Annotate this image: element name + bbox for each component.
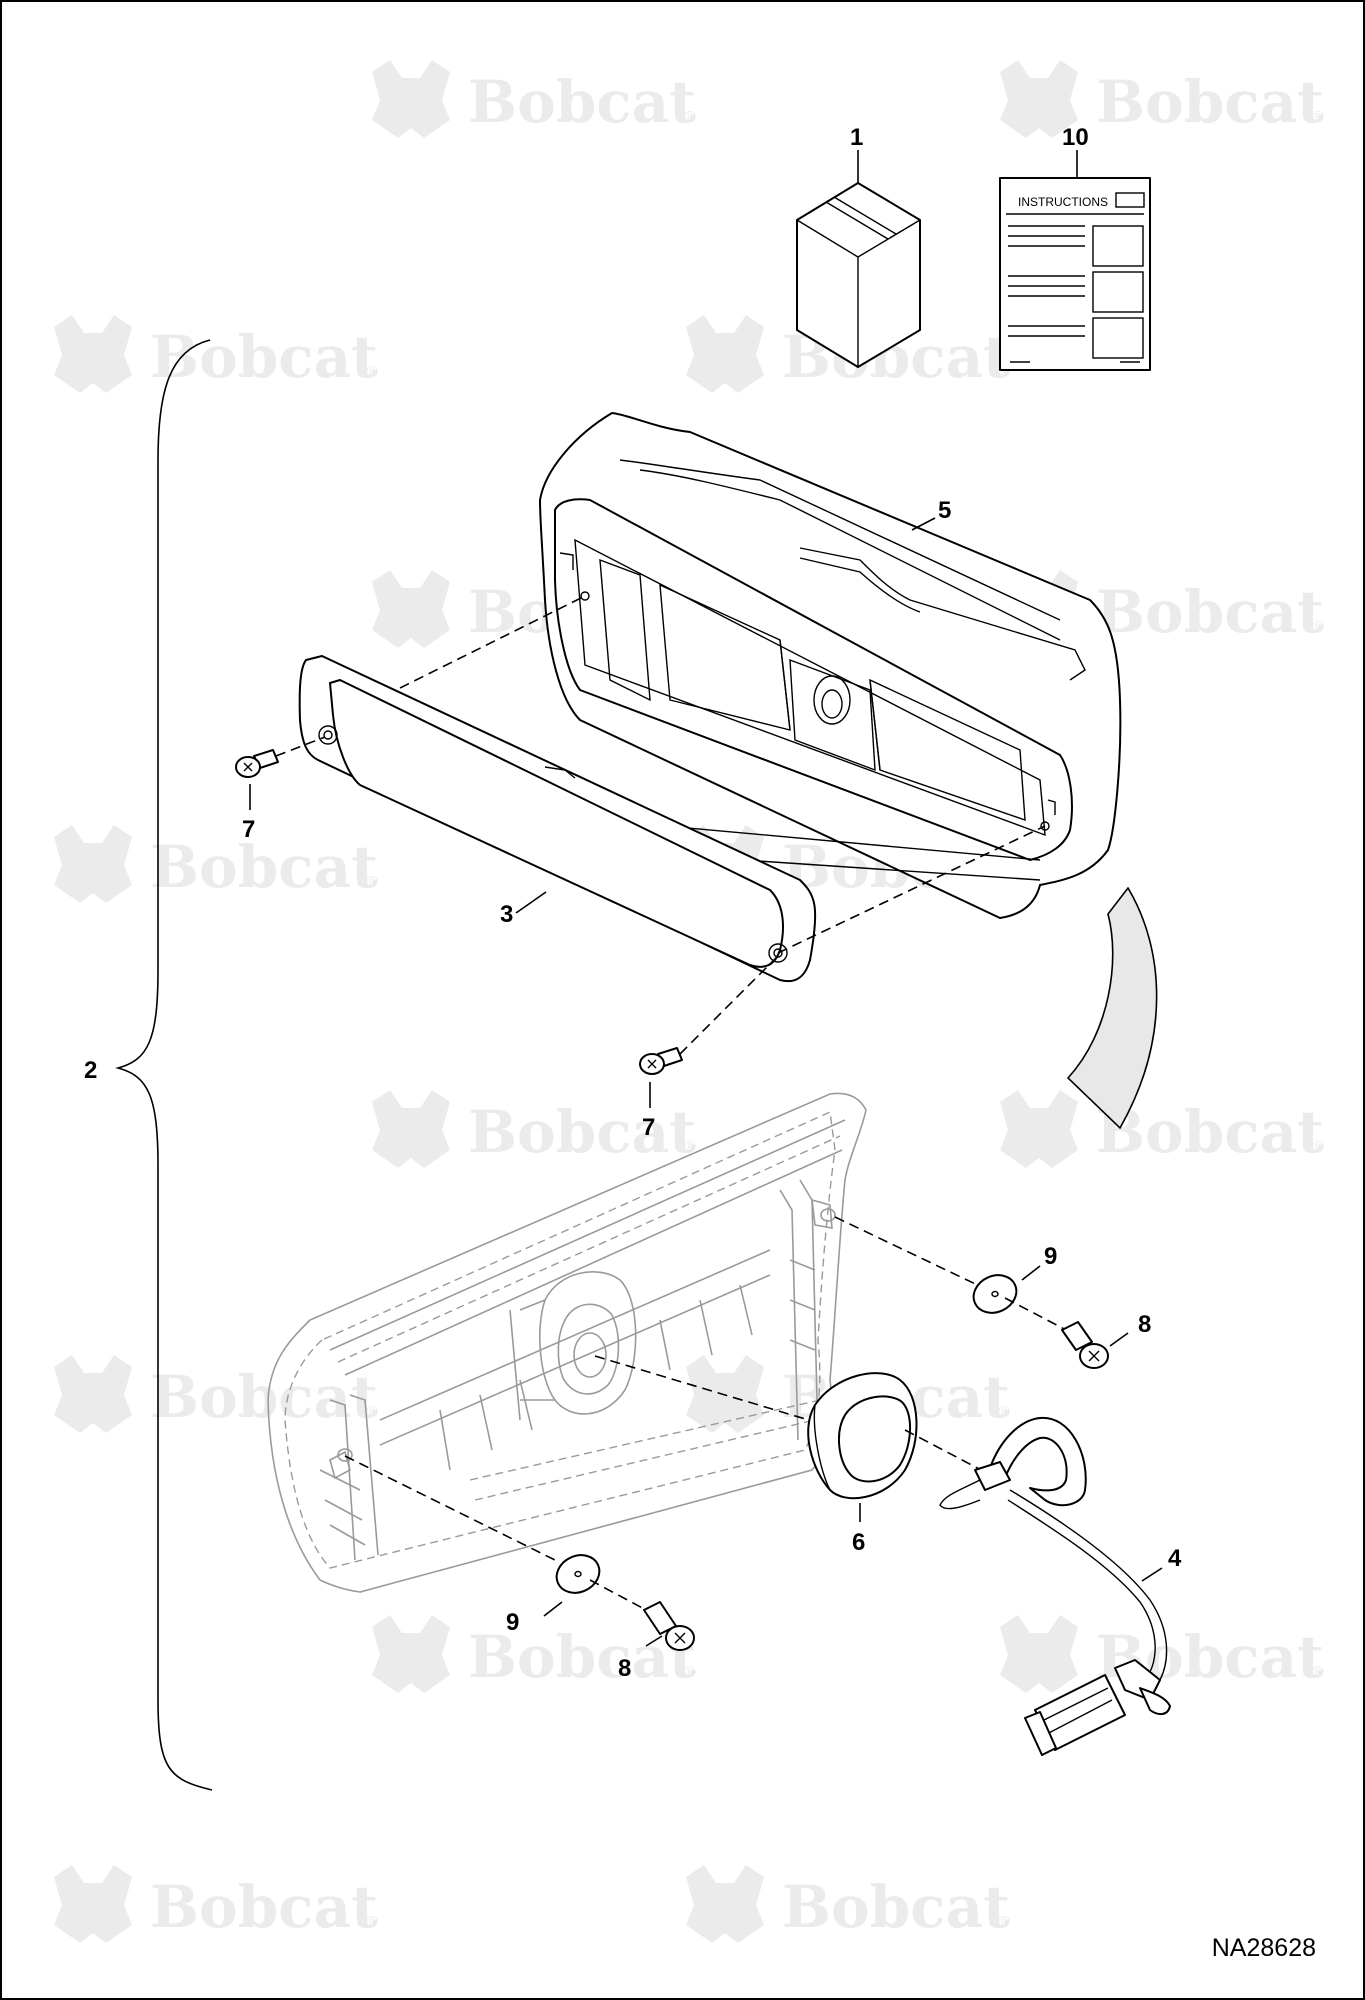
watermark-text: Bobcat: [1096, 578, 1324, 646]
callout-8-upper: 8: [1138, 1311, 1151, 1338]
watermark-registered-mark: ®: [1312, 1664, 1324, 1681]
callout-2: 2: [84, 1057, 97, 1084]
bobcat-logo-mark: [686, 315, 764, 393]
screw-lower: [639, 957, 777, 1075]
bobcat-logo-mark: [1000, 60, 1078, 138]
grommet: [807, 1372, 918, 1500]
watermark-registered-mark: ®: [684, 1664, 696, 1681]
watermark-registered-mark: ®: [998, 1404, 1010, 1421]
callout-4: 4: [1168, 1545, 1182, 1572]
watermark-registered-mark: ®: [998, 1914, 1010, 1931]
bobcat-watermark: Bobcat®: [54, 1355, 378, 1433]
watermark-registered-mark: ®: [1312, 619, 1324, 636]
drawing-number: NA28628: [1212, 1934, 1316, 1962]
bobcat-watermark: Bobcat®: [54, 315, 378, 393]
callout-9-upper: 9: [1044, 1243, 1057, 1270]
bobcat-logo-mark: [372, 1090, 450, 1168]
watermark-text: Bobcat: [468, 1623, 696, 1691]
screw-8-lower: [643, 1601, 695, 1651]
wire-harness: [939, 1416, 1171, 1756]
assembly-brace: [114, 339, 213, 1791]
light-housing: [539, 412, 1122, 919]
callout-1: 1: [850, 124, 863, 151]
bobcat-watermark: Bobcat®: [1000, 1615, 1324, 1693]
instructions-sheet: INSTRUCTIONS: [999, 177, 1151, 371]
bobcat-logo-mark: [54, 825, 132, 903]
bobcat-logo-mark: [686, 1865, 764, 1943]
callout-3: 3: [500, 901, 513, 928]
watermark-text: Bobcat: [1096, 1098, 1324, 1166]
rear-housing-phantom: [267, 1092, 867, 1593]
watermark-registered-mark: ®: [1312, 1139, 1324, 1156]
washer-upper: [972, 1274, 1018, 1314]
bobcat-logo-mark: [372, 60, 450, 138]
watermark-text: Bobcat: [150, 323, 378, 391]
watermark-registered-mark: ®: [366, 1914, 378, 1931]
callout-7-lower: 7: [642, 1114, 655, 1141]
bobcat-watermark: Bobcat®: [54, 1865, 378, 1943]
screw-8-upper: [1061, 1321, 1109, 1369]
bobcat-logo-mark: [372, 570, 450, 648]
kit-box: [796, 182, 921, 368]
bobcat-logo-mark: [1000, 1615, 1078, 1693]
bobcat-logo-mark: [372, 1615, 450, 1693]
bobcat-watermark: Bobcat®: [372, 1090, 696, 1168]
bobcat-watermark: Bobcat®: [54, 825, 378, 903]
bobcat-logo-mark: [1000, 1090, 1078, 1168]
bobcat-watermark: Bobcat®: [372, 60, 696, 138]
callout-10: 10: [1062, 124, 1089, 151]
bobcat-logo-mark: [54, 1865, 132, 1943]
bobcat-logo-mark: [686, 1355, 764, 1433]
callout-5: 5: [938, 497, 951, 524]
callout-9-lower: 9: [506, 1609, 519, 1636]
bobcat-watermark: Bobcat®: [372, 1615, 696, 1693]
watermark-text: Bobcat: [468, 68, 696, 136]
watermark-text: Bobcat: [468, 1098, 696, 1166]
screw-upper: [235, 736, 326, 778]
bobcat-logo-mark: [54, 315, 132, 393]
watermark-text: Bobcat: [782, 1873, 1010, 1941]
callout-8-lower: 8: [618, 1655, 631, 1682]
watermark-text: Bobcat: [150, 833, 378, 901]
bobcat-watermark: Bobcat®: [1000, 1090, 1324, 1168]
watermark-text: Bobcat: [150, 1363, 378, 1431]
instructions-title: INSTRUCTIONS: [1018, 195, 1108, 209]
callout-7-upper: 7: [242, 816, 255, 843]
bobcat-logo-mark: [54, 1355, 132, 1433]
watermark-registered-mark: ®: [684, 109, 696, 126]
bobcat-watermark: Bobcat®: [686, 1865, 1010, 1943]
watermark-text: Bobcat: [1096, 68, 1324, 136]
watermark-registered-mark: ®: [366, 364, 378, 381]
callout-6: 6: [852, 1529, 865, 1556]
bobcat-watermark: Bobcat®: [1000, 60, 1324, 138]
watermark-registered-mark: ®: [684, 1139, 696, 1156]
washer-lower: [555, 1554, 601, 1594]
watermark-registered-mark: ®: [366, 1404, 378, 1421]
watermark-registered-mark: ®: [1312, 109, 1324, 126]
watermark-registered-mark: ®: [366, 874, 378, 891]
lens-cover: [298, 655, 817, 983]
watermark-text: Bobcat: [150, 1873, 378, 1941]
rotation-arrow: [1066, 886, 1158, 1130]
